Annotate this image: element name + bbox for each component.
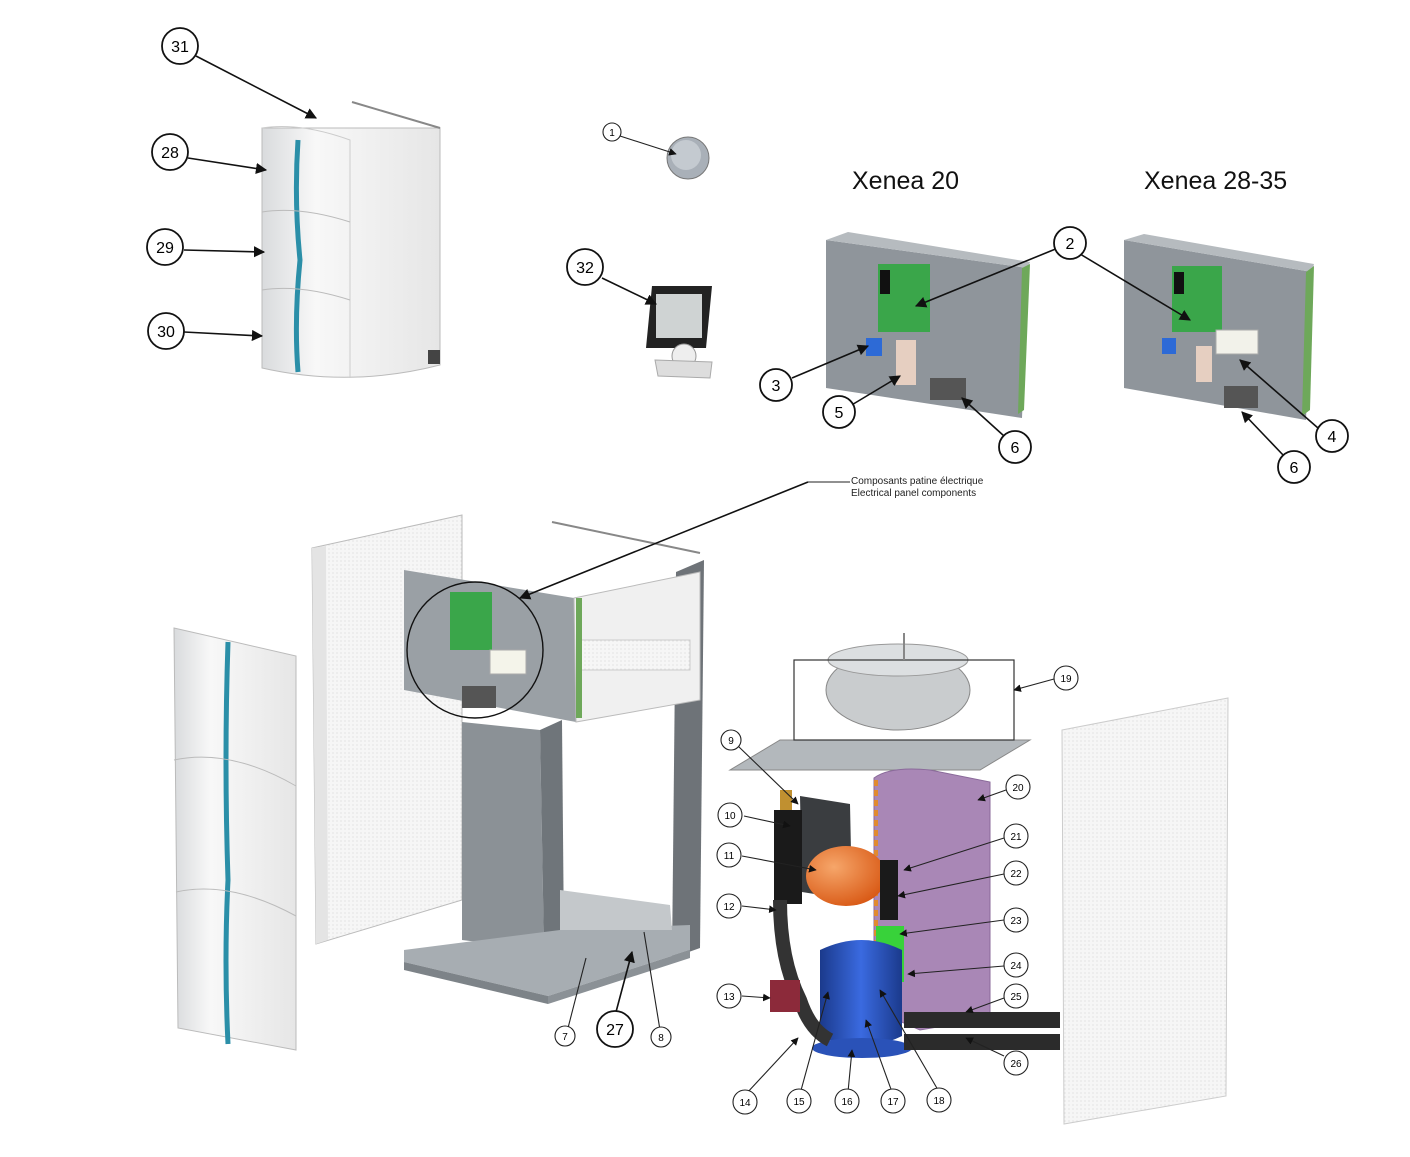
label-26: 26	[1010, 1059, 1022, 1070]
label-20: 20	[1012, 783, 1024, 794]
room-sensor-dial	[666, 136, 710, 180]
label-23: 23	[1010, 916, 1022, 927]
label-10: 10	[724, 811, 736, 822]
balloon-17: 17	[880, 1088, 906, 1114]
balloon-27: 27	[596, 1010, 634, 1048]
room-controller-display	[646, 286, 713, 379]
label-25: 25	[1010, 992, 1022, 1003]
refrigeration-circuit	[770, 768, 1060, 1058]
label-21: 21	[1010, 832, 1022, 843]
electrical-box-xenea-28-35	[1124, 234, 1314, 420]
label-31: 31	[171, 39, 189, 56]
balloon-5: 5	[822, 395, 856, 429]
balloon-18: 18	[926, 1087, 952, 1113]
balloon-21: 21	[1003, 823, 1029, 849]
balloon-12: 12	[716, 893, 742, 919]
label-5: 5	[835, 405, 844, 422]
electrical-box-xenea-20	[826, 232, 1030, 418]
label-13: 13	[723, 992, 735, 1003]
balloon-16: 16	[834, 1088, 860, 1114]
balloon-6b: 6	[1277, 450, 1311, 484]
side-panel-right	[1061, 697, 1229, 1125]
balloon-10: 10	[717, 802, 743, 828]
balloon-25: 25	[1003, 983, 1029, 1009]
fan-assembly	[728, 633, 1032, 771]
label-12: 12	[723, 902, 735, 913]
label-16: 16	[841, 1097, 853, 1108]
front-panel-assembly-top	[261, 101, 441, 378]
balloon-15: 15	[786, 1088, 812, 1114]
label-8: 8	[658, 1033, 664, 1044]
balloon-22: 22	[1003, 860, 1029, 886]
label-19: 19	[1060, 674, 1072, 685]
label-28: 28	[161, 145, 179, 162]
label-1: 1	[609, 128, 615, 139]
balloon-32: 32	[566, 248, 604, 286]
label-4: 4	[1328, 429, 1337, 446]
balloon-29: 29	[146, 228, 184, 266]
balloon-31: 31	[161, 27, 199, 65]
label-18: 18	[933, 1096, 945, 1107]
balloon-13: 13	[716, 983, 742, 1009]
callout-line-english: Electrical panel components	[851, 488, 977, 499]
label-6b: 6	[1290, 460, 1299, 477]
label-6a: 6	[1011, 440, 1020, 457]
balloon-11: 11	[716, 842, 742, 868]
label-24: 24	[1010, 961, 1022, 972]
balloon-8: 8	[650, 1026, 672, 1048]
label-15: 15	[793, 1097, 805, 1108]
callout-line-french: Composants patine électrique	[851, 476, 984, 487]
balloon-19: 19	[1053, 665, 1079, 691]
front-panel-exploded	[173, 627, 297, 1051]
balloon-9: 9	[720, 729, 742, 751]
label-30: 30	[157, 324, 175, 341]
label-11: 11	[724, 851, 735, 862]
balloon-2: 2	[1053, 226, 1087, 260]
label-17: 17	[887, 1097, 899, 1108]
label-7: 7	[562, 1032, 568, 1043]
number-balloons: 31 28 29 30 1 32 2 3 5 6 4 6 19 9 10 11 …	[146, 27, 1349, 1115]
label-14: 14	[739, 1098, 751, 1109]
label-29: 29	[156, 240, 174, 257]
label-9: 9	[728, 736, 734, 747]
label-3: 3	[772, 378, 781, 395]
model-title-xenea-28-35: Xenea 28-35	[1144, 167, 1288, 195]
label-32: 32	[576, 260, 594, 277]
label-27: 27	[606, 1022, 624, 1039]
balloon-28: 28	[151, 133, 189, 171]
unit-chassis-frame	[311, 514, 704, 1004]
balloon-6a: 6	[998, 430, 1032, 464]
balloon-24: 24	[1003, 952, 1029, 978]
balloon-7: 7	[554, 1025, 576, 1047]
label-22: 22	[1010, 869, 1022, 880]
balloon-23: 23	[1003, 907, 1029, 933]
balloon-3: 3	[759, 368, 793, 402]
label-2: 2	[1066, 236, 1075, 253]
balloon-1: 1	[602, 122, 622, 142]
electrical-panel-callout: Composants patine électrique Electrical …	[851, 476, 983, 500]
model-title-xenea-20: Xenea 20	[852, 167, 960, 195]
leader-lines	[183, 55, 1319, 1095]
balloon-14: 14	[732, 1089, 758, 1115]
balloon-20: 20	[1005, 774, 1031, 800]
balloon-4: 4	[1315, 419, 1349, 453]
balloon-26: 26	[1003, 1050, 1029, 1076]
balloon-30: 30	[147, 312, 185, 350]
